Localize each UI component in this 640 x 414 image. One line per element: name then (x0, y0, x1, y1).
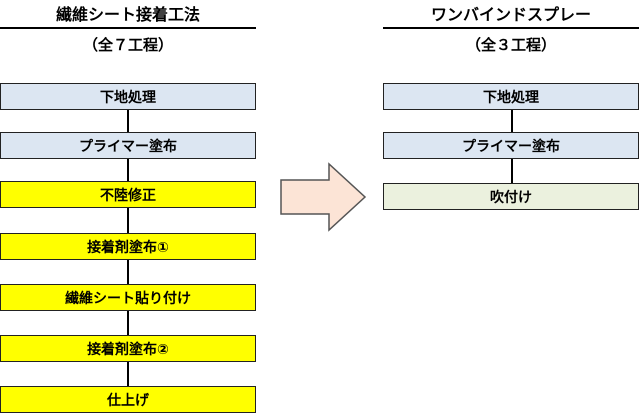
left-step-4: 接着剤塗布① (0, 233, 256, 260)
right-step-1: 下地処理 (383, 83, 639, 110)
left-step-3: 不陸修正 (0, 181, 256, 208)
process-arrow (280, 162, 367, 232)
left-step-2: プライマー塗布 (0, 132, 256, 159)
right-step-2: プライマー塗布 (383, 132, 639, 159)
left-step-6: 接着剤塗布② (0, 335, 256, 362)
left-title: 繊維シート接着工法 (55, 5, 200, 24)
right-subtitle: （全３工程） (465, 36, 556, 54)
right-step-3: 吹付け (383, 183, 639, 210)
left-step-7: 仕上げ (0, 386, 256, 413)
right-title: ワンバインドスプレー (430, 5, 591, 24)
left-step-1: 下地処理 (0, 83, 256, 110)
process-arrow-shape (280, 162, 367, 232)
left-title-underline (0, 27, 256, 29)
right-title-underline (383, 27, 639, 29)
left-step-5: 繊維シート貼り付け (0, 284, 256, 311)
left-subtitle: （全７工程） (82, 36, 173, 54)
